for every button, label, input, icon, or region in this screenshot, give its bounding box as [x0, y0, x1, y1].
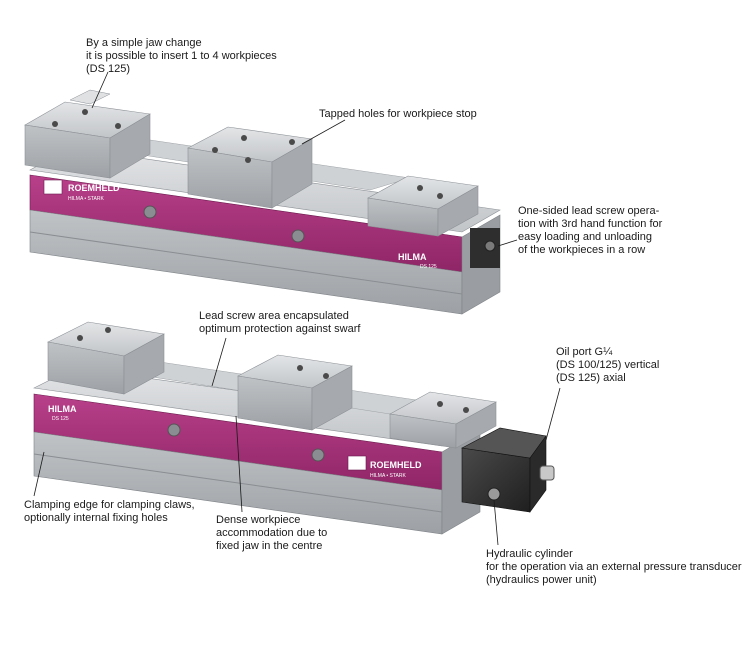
fixing-bolt: [143, 205, 157, 219]
callout-dense-workpiece: Dense workpiece accommodation due to fix…: [216, 514, 327, 553]
leader-oil-port: [545, 387, 561, 441]
leader-lead-screw-op: [497, 239, 518, 247]
callout-line: (hydraulics power unit): [486, 574, 597, 586]
callout-line: it is possible to insert 1 to 4 workpiec…: [86, 50, 277, 62]
fixing-bolt: [311, 448, 325, 462]
tapped-hole: [212, 147, 218, 153]
callout-line: fixed jaw in the centre: [216, 540, 323, 552]
model-label: DS 125: [52, 416, 69, 422]
top-jaw-hole: [417, 185, 423, 191]
tapped-hole: [289, 139, 295, 145]
callout-line: of the workpieces in a row: [518, 244, 646, 256]
callout-tapped-holes: Tapped holes for workpiece stop: [319, 108, 477, 121]
jaw-hole: [463, 407, 469, 413]
leader-jaw-change: [91, 71, 109, 109]
callout-line: accommodation due to: [216, 527, 328, 539]
hydraulic-cylinder-side: [529, 435, 547, 513]
bottom-vise-left-jaw-side: [123, 333, 165, 395]
fixing-bolt: [167, 423, 181, 437]
bottom-vise-center-jaw-side: [311, 365, 353, 431]
callout-jaw-change: By a simple jaw change it is possible to…: [86, 37, 277, 76]
callout-line: for the operation via an external pressu…: [486, 561, 742, 573]
callout-oil-port: Oil port G¼ (DS 100/125) vertical (DS 12…: [556, 346, 659, 385]
top-jaw-hole: [52, 121, 58, 127]
hydraulic-cylinder-front: [461, 447, 531, 513]
brand-label: ROEMHELD: [68, 183, 120, 193]
callout-line: Clamping edge for clamping claws,: [24, 499, 195, 511]
callout-line: optimum protection against swarf: [199, 323, 361, 335]
callout-line: Hydraulic cylinder: [486, 548, 573, 560]
tapped-hole: [245, 157, 251, 163]
hilma-label: HILMA: [398, 252, 427, 262]
jaw-hole: [437, 401, 443, 407]
top-jaw-hole: [82, 109, 88, 115]
model-label: DS 125: [420, 264, 437, 270]
oil-port: [487, 487, 501, 501]
brand-sub-label: HILMA • STARK: [370, 473, 406, 479]
callout-line: easy loading and unloading: [518, 231, 652, 243]
callout-line: optionally internal fixing holes: [24, 512, 168, 524]
leader-tapped-holes: [301, 119, 346, 145]
hilma-label: HILMA: [48, 404, 77, 414]
leader-hydraulic: [493, 499, 499, 546]
callout-line: One-sided lead screw opera-: [518, 205, 660, 217]
roemheld-logo: [347, 455, 367, 471]
top-vise: ROEMHELD HILMA • STARK HILMA DS 125: [24, 89, 501, 315]
bottom-vise-right-jaw-side: [455, 401, 497, 449]
leader-lead-screw-area: [211, 337, 227, 387]
lead-screw-end: [484, 240, 496, 252]
callout-hydraulic-cylinder: Hydraulic cylinder for the operation via…: [486, 548, 742, 587]
top-vise-center-jaw-side: [271, 138, 313, 209]
callout-line: Tapped holes for workpiece stop: [319, 108, 477, 120]
callout-line: (DS 125) axial: [556, 372, 626, 384]
callout-line: Lead screw area encapsulated: [199, 310, 349, 322]
roemheld-logo: [43, 179, 63, 195]
jaw-hole: [297, 365, 303, 371]
brand-label: ROEMHELD: [370, 460, 422, 470]
jaw-hole: [105, 327, 111, 333]
leader-dense-workpiece: [235, 415, 243, 513]
callout-lead-screw-operation: One-sided lead screw opera- tion with 3r…: [518, 205, 662, 257]
top-vise-right-jaw-side: [437, 185, 479, 237]
leader-clamping-edge: [33, 451, 45, 497]
jaw-hole: [323, 373, 329, 379]
top-jaw-hole: [437, 193, 443, 199]
brand-sub-label: HILMA • STARK: [68, 196, 104, 202]
callout-line: tion with 3rd hand function for: [518, 218, 663, 230]
callout-line: Oil port G¼: [556, 346, 613, 358]
callout-line: By a simple jaw change: [86, 37, 202, 49]
fixing-bolt: [291, 229, 305, 243]
top-vise-left-jaw-step: [69, 89, 111, 105]
jaw-hole: [77, 335, 83, 341]
tapped-hole: [241, 135, 247, 141]
top-vise-left-jaw-side: [109, 113, 151, 179]
callout-line: (DS 125): [86, 63, 131, 75]
callout-lead-screw-area: Lead screw area encapsulated optimum pro…: [199, 310, 360, 336]
hydraulic-shaft: [539, 465, 555, 481]
callout-line: Dense workpiece: [216, 514, 301, 526]
top-vise-groove: [29, 231, 463, 295]
callout-clamping-edge: Clamping edge for clamping claws, option…: [24, 499, 195, 525]
callout-line: (DS 100/125) vertical: [556, 359, 660, 371]
bottom-vise-groove: [33, 453, 443, 513]
leader-lines: [33, 71, 561, 546]
top-jaw-hole: [115, 123, 121, 129]
